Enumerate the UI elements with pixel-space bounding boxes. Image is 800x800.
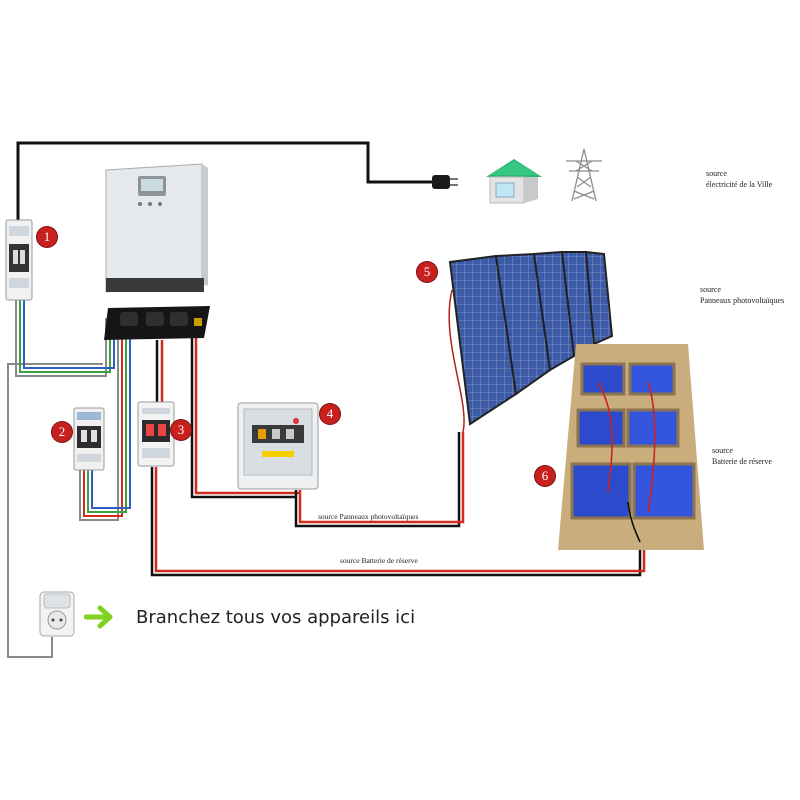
call-to-action-text: Branchez tous vos appareils ici <box>136 607 416 628</box>
badge-4: 4 <box>320 404 340 424</box>
city-source-line1: source <box>706 169 727 178</box>
badge-2: 2 <box>52 422 72 442</box>
city-source-line2: électricité de la Ville <box>706 180 773 189</box>
solar-panel-array-5 <box>448 250 614 426</box>
pv-source-label: source Panneaux photovoltaïques <box>700 284 784 306</box>
battery-source-line2: Batterie de réserve <box>712 457 772 466</box>
wall-outlet <box>39 591 75 637</box>
breaker2-bundle-red <box>83 320 123 517</box>
inverter-to-combiner-black <box>190 338 297 499</box>
ac-breaker-1 <box>5 219 33 301</box>
green-arrow-icon <box>84 605 113 629</box>
power-pylon-icon <box>566 148 602 202</box>
breaker2-bundle-grey <box>79 320 119 521</box>
breaker1-bundle-grey <box>15 300 107 377</box>
outlet-wire <box>7 363 103 658</box>
hybrid-inverter <box>104 163 210 340</box>
pv-wire-black <box>294 432 461 528</box>
badge-6: 6 <box>535 466 555 486</box>
badge-1: 1 <box>37 227 57 247</box>
pv-lead-red <box>448 289 465 433</box>
battery-bank-6 <box>558 344 704 550</box>
breaker2-bundle-blue <box>91 320 131 509</box>
pv-source-line2: Panneaux photovoltaïques <box>700 296 785 305</box>
dc-breaker-3 <box>137 401 175 467</box>
battery-source-line1: source <box>712 446 733 455</box>
ac-breaker-2 <box>73 407 105 471</box>
pv-wire-label: source Panneaux photovoltaïques <box>318 512 419 521</box>
battery-wire-label: source Batterie de réserve <box>340 556 418 565</box>
grid-wire <box>16 141 432 220</box>
battery-wire-red <box>154 467 646 573</box>
battery-source-label: source Batterie de réserve <box>712 445 772 467</box>
inverter-to-combiner-red <box>194 338 300 495</box>
badge-3: 3 <box>171 420 191 440</box>
pv-source-line1: source <box>700 285 721 294</box>
breaker1-bundle-blue <box>23 300 115 369</box>
breaker2-bundle-green <box>87 320 127 513</box>
pv-combiner-box-4 <box>237 402 319 490</box>
power-plug-icon <box>432 175 458 189</box>
pv-wire-red <box>298 432 465 524</box>
badge-5: 5 <box>417 262 437 282</box>
battery-wire-black <box>150 467 642 577</box>
city-source-label: source électricité de la Ville <box>706 168 772 190</box>
breaker1-bundle-green <box>19 300 111 373</box>
house-icon <box>486 159 542 204</box>
